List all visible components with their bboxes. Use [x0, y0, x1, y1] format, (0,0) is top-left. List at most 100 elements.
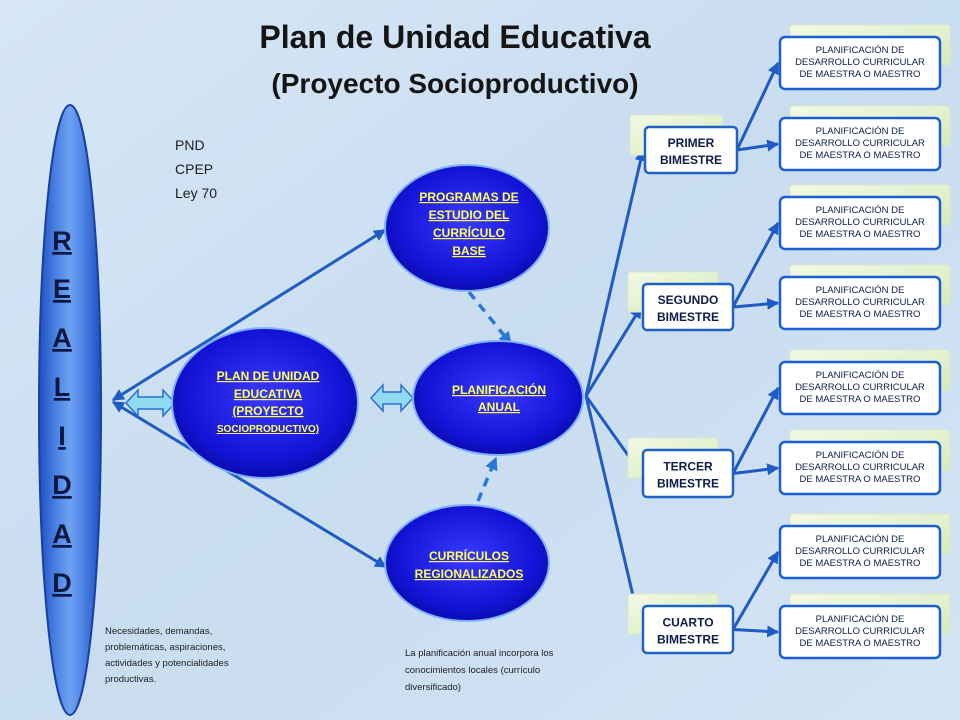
plan-label: DESARROLLO CURRICULAR [795, 626, 925, 637]
programas-ellipse [384, 164, 550, 292]
references: PND CPEP Ley 70 [175, 137, 217, 201]
bimestre-box-3: TERCER BIMESTRE [627, 437, 735, 499]
bimestre-frame-3 [641, 448, 735, 499]
plan-frame-4 [778, 275, 942, 331]
curriculos-label: REGIONALIZADOS [415, 567, 524, 581]
realidad-letter: A [52, 323, 72, 353]
note-line: problemáticas, aspiraciones, [105, 642, 225, 653]
plan-label: DE MAESTRA O MAESTRO [800, 150, 921, 161]
plan-unidad-ellipse [171, 327, 359, 479]
plan-frame-8 [778, 604, 942, 660]
reference-item: CPEP [175, 161, 213, 177]
bimestre-label: TERCER [663, 460, 713, 474]
bimestre-label: PRIMER [668, 136, 715, 150]
plan-label: DE MAESTRA O MAESTRO [800, 474, 921, 485]
plan-label: PLANIFICACIÓN DE [816, 205, 905, 216]
note-line: La planificación anual incorpora los [405, 648, 554, 659]
plan-unidad-label: EDUCATIVA [234, 387, 303, 401]
bimestre-frame-2 [641, 282, 735, 332]
bimestre-label: BIMESTRE [657, 633, 719, 647]
arrow-anual-to-bimestre-4 [584, 395, 645, 631]
plan-unidad-label: (PROYECTO [232, 404, 303, 418]
note-line: productivas. [105, 674, 156, 685]
plan-label: PLANIFICACIÓN DE [816, 534, 905, 545]
arrow-bimestre-to-plan-7 [731, 550, 780, 631]
plan-label: DESARROLLO CURRICULAR [795, 217, 925, 228]
programas-label: PROGRAMAS DE [419, 190, 518, 204]
plan-unidad-label: PLAN DE UNIDAD [217, 369, 320, 383]
plan-label: DESARROLLO CURRICULAR [795, 382, 925, 393]
realidad-letter: L [54, 372, 71, 402]
realidad-ellipse [38, 104, 102, 716]
plan-label: PLANIFICACIÓN DE [816, 126, 905, 137]
plan-label: DESARROLLO CURRICULAR [795, 297, 925, 308]
plan-label: DESARROLLO CURRICULAR [795, 57, 925, 68]
plan-frame-1 [778, 35, 942, 91]
plan-label: DESARROLLO CURRICULAR [795, 138, 925, 149]
dashed-arrow-programas-anual [467, 290, 513, 346]
arrow-bimestre-to-plan-3 [731, 221, 780, 308]
plan-label: DE MAESTRA O MAESTRO [800, 229, 921, 240]
programas-label: CURRÍCULO [433, 225, 505, 240]
plan-frame-5 [778, 360, 942, 416]
arrow-bimestre-to-plan-2 [736, 139, 780, 152]
realidad-links [111, 228, 513, 569]
bimestre-label: SEGUNDO [658, 293, 719, 307]
plan-unidad-node: PLAN DE UNIDAD EDUCATIVA (PROYECTO SOCIO… [171, 327, 359, 479]
planificacion-anual-ellipse [412, 340, 584, 456]
bimestre-label: BIMESTRE [660, 153, 722, 167]
plan-label: DESARROLLO CURRICULAR [795, 546, 925, 557]
note-realidad: Necesidades, demandas, problemáticas, as… [105, 626, 229, 685]
arrow-realidad-curriculos [111, 400, 388, 569]
plan-label: DE MAESTRA O MAESTRO [800, 638, 921, 649]
realidad-letter: D [52, 568, 72, 598]
arrow-anual-to-bimestre-2 [584, 305, 643, 397]
bimestre-label: BIMESTRE [657, 310, 719, 324]
bimestre-frame-1 [643, 125, 739, 175]
realidad-letter: R [52, 226, 72, 256]
note-line: Necesidades, demandas, [105, 626, 212, 637]
reference-item: PND [175, 137, 205, 153]
plan-label: DE MAESTRA O MAESTRO [800, 69, 921, 80]
note-line: conocimientos locales (currículo [405, 665, 540, 676]
realidad-letter: E [53, 274, 71, 304]
planificacion-anual-label: PLANIFICACIÓN [452, 382, 546, 397]
plan-label: PLANIFICACIÓN DE [816, 45, 905, 56]
realidad-letter: A [52, 519, 72, 549]
realidad-letter: D [52, 470, 72, 500]
page-subtitle: (Proyecto Socioproductivo) [271, 68, 638, 99]
plan-frame-6 [778, 440, 942, 496]
bimestre-frame-4 [641, 604, 735, 655]
plan-label: PLANIFICACIÓN DE [816, 285, 905, 296]
programas-label: BASE [452, 244, 485, 258]
plan-label: DE MAESTRA O MAESTRO [800, 394, 921, 405]
page-title: Plan de Unidad Educativa [259, 19, 650, 55]
arrow-bimestre-to-plan-4 [732, 297, 780, 310]
note-line: diversificado) [405, 682, 461, 693]
planificacion-anual-node: PLANIFICACIÓN ANUAL [412, 340, 584, 456]
plan-label: PLANIFICACIÓN DE [816, 370, 905, 381]
arrow-bimestre-to-plan-1 [735, 61, 780, 151]
planificacion-anual-label: ANUAL [478, 400, 520, 414]
plan-frame-2 [778, 116, 942, 172]
programas-label: ESTUDIO DEL [429, 208, 510, 222]
note-planificacion: La planificación anual incorpora los con… [405, 648, 554, 693]
plan-frame-3 [778, 195, 942, 251]
plan-label: DESARROLLO CURRICULAR [795, 462, 925, 473]
realidad-letter: I [58, 421, 66, 451]
plan-label: DE MAESTRA O MAESTRO [800, 558, 921, 569]
plan-label: DE MAESTRA O MAESTRO [800, 309, 921, 320]
arrow-bimestre-to-plan-6 [732, 463, 780, 476]
plan-label: PLANIFICACIÓN DE [816, 614, 905, 625]
bimestre-label: BIMESTRE [657, 477, 719, 491]
arrow-bimestre-to-plan-5 [731, 386, 780, 475]
